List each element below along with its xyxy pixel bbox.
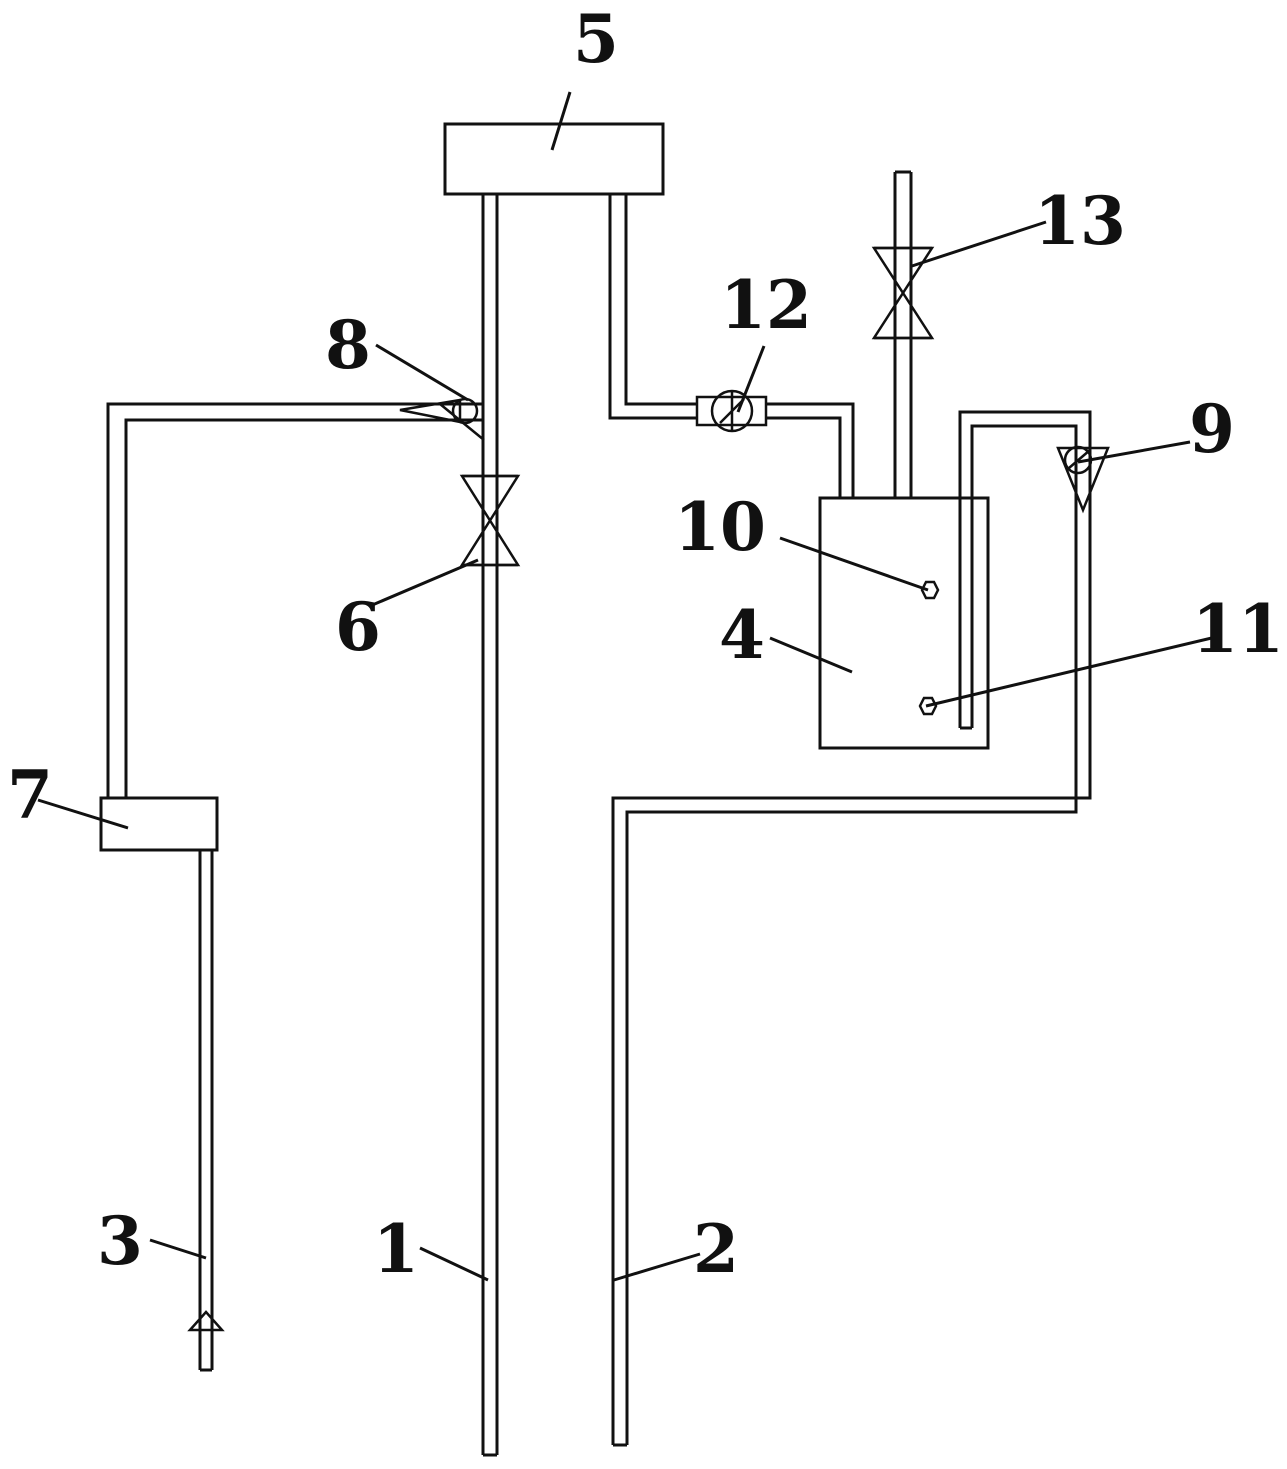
tank-4 (818, 496, 990, 750)
valve-13-icon (871, 246, 935, 340)
pipe-3 (106, 402, 483, 1372)
label-10: 10 (674, 488, 766, 566)
leader-lines (37, 91, 1221, 1282)
foot-valve-icon (187, 1310, 225, 1332)
pump-12-icon (695, 389, 768, 433)
label-6: 6 (335, 588, 381, 666)
label-2: 2 (693, 1210, 739, 1288)
label-8: 8 (325, 306, 371, 384)
pipe-1 (481, 193, 499, 1457)
unit-5-box (443, 122, 665, 196)
valve-6-icon (459, 474, 521, 567)
label-9: 9 (1189, 390, 1235, 468)
label-1: 1 (373, 1210, 419, 1288)
label-4: 4 (719, 596, 765, 674)
label-5: 5 (573, 0, 619, 78)
sensor-10-icon (920, 580, 940, 600)
unit-7-box (99, 796, 219, 852)
label-11: 11 (1192, 590, 1284, 668)
check-valve-9-icon (1056, 445, 1110, 514)
label-3: 3 (97, 1202, 143, 1280)
label-7: 7 (7, 756, 53, 834)
pipe-2 (608, 193, 1092, 1447)
label-12: 12 (720, 266, 812, 344)
label-13: 13 (1034, 182, 1126, 260)
sensor-11-icon (918, 696, 938, 716)
